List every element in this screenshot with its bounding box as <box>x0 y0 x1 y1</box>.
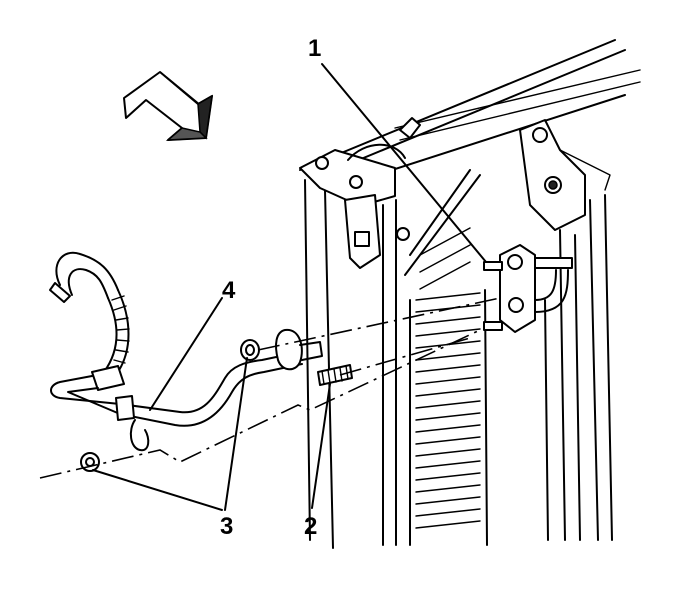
leader-lines <box>92 63 487 511</box>
oil-cooler-hose-line <box>49 251 323 452</box>
mounting-stud <box>317 364 353 386</box>
radiator-core <box>409 227 488 546</box>
cooler-line-fitting <box>483 244 573 333</box>
callout-3: 3 <box>220 513 233 540</box>
callout-1: 1 <box>308 35 321 62</box>
callout-4: 4 <box>222 277 236 304</box>
o-ring-seals <box>80 339 260 472</box>
alignment-lines <box>39 297 501 479</box>
direction-arrow-icon <box>123 71 213 141</box>
callout-2: 2 <box>304 513 317 540</box>
